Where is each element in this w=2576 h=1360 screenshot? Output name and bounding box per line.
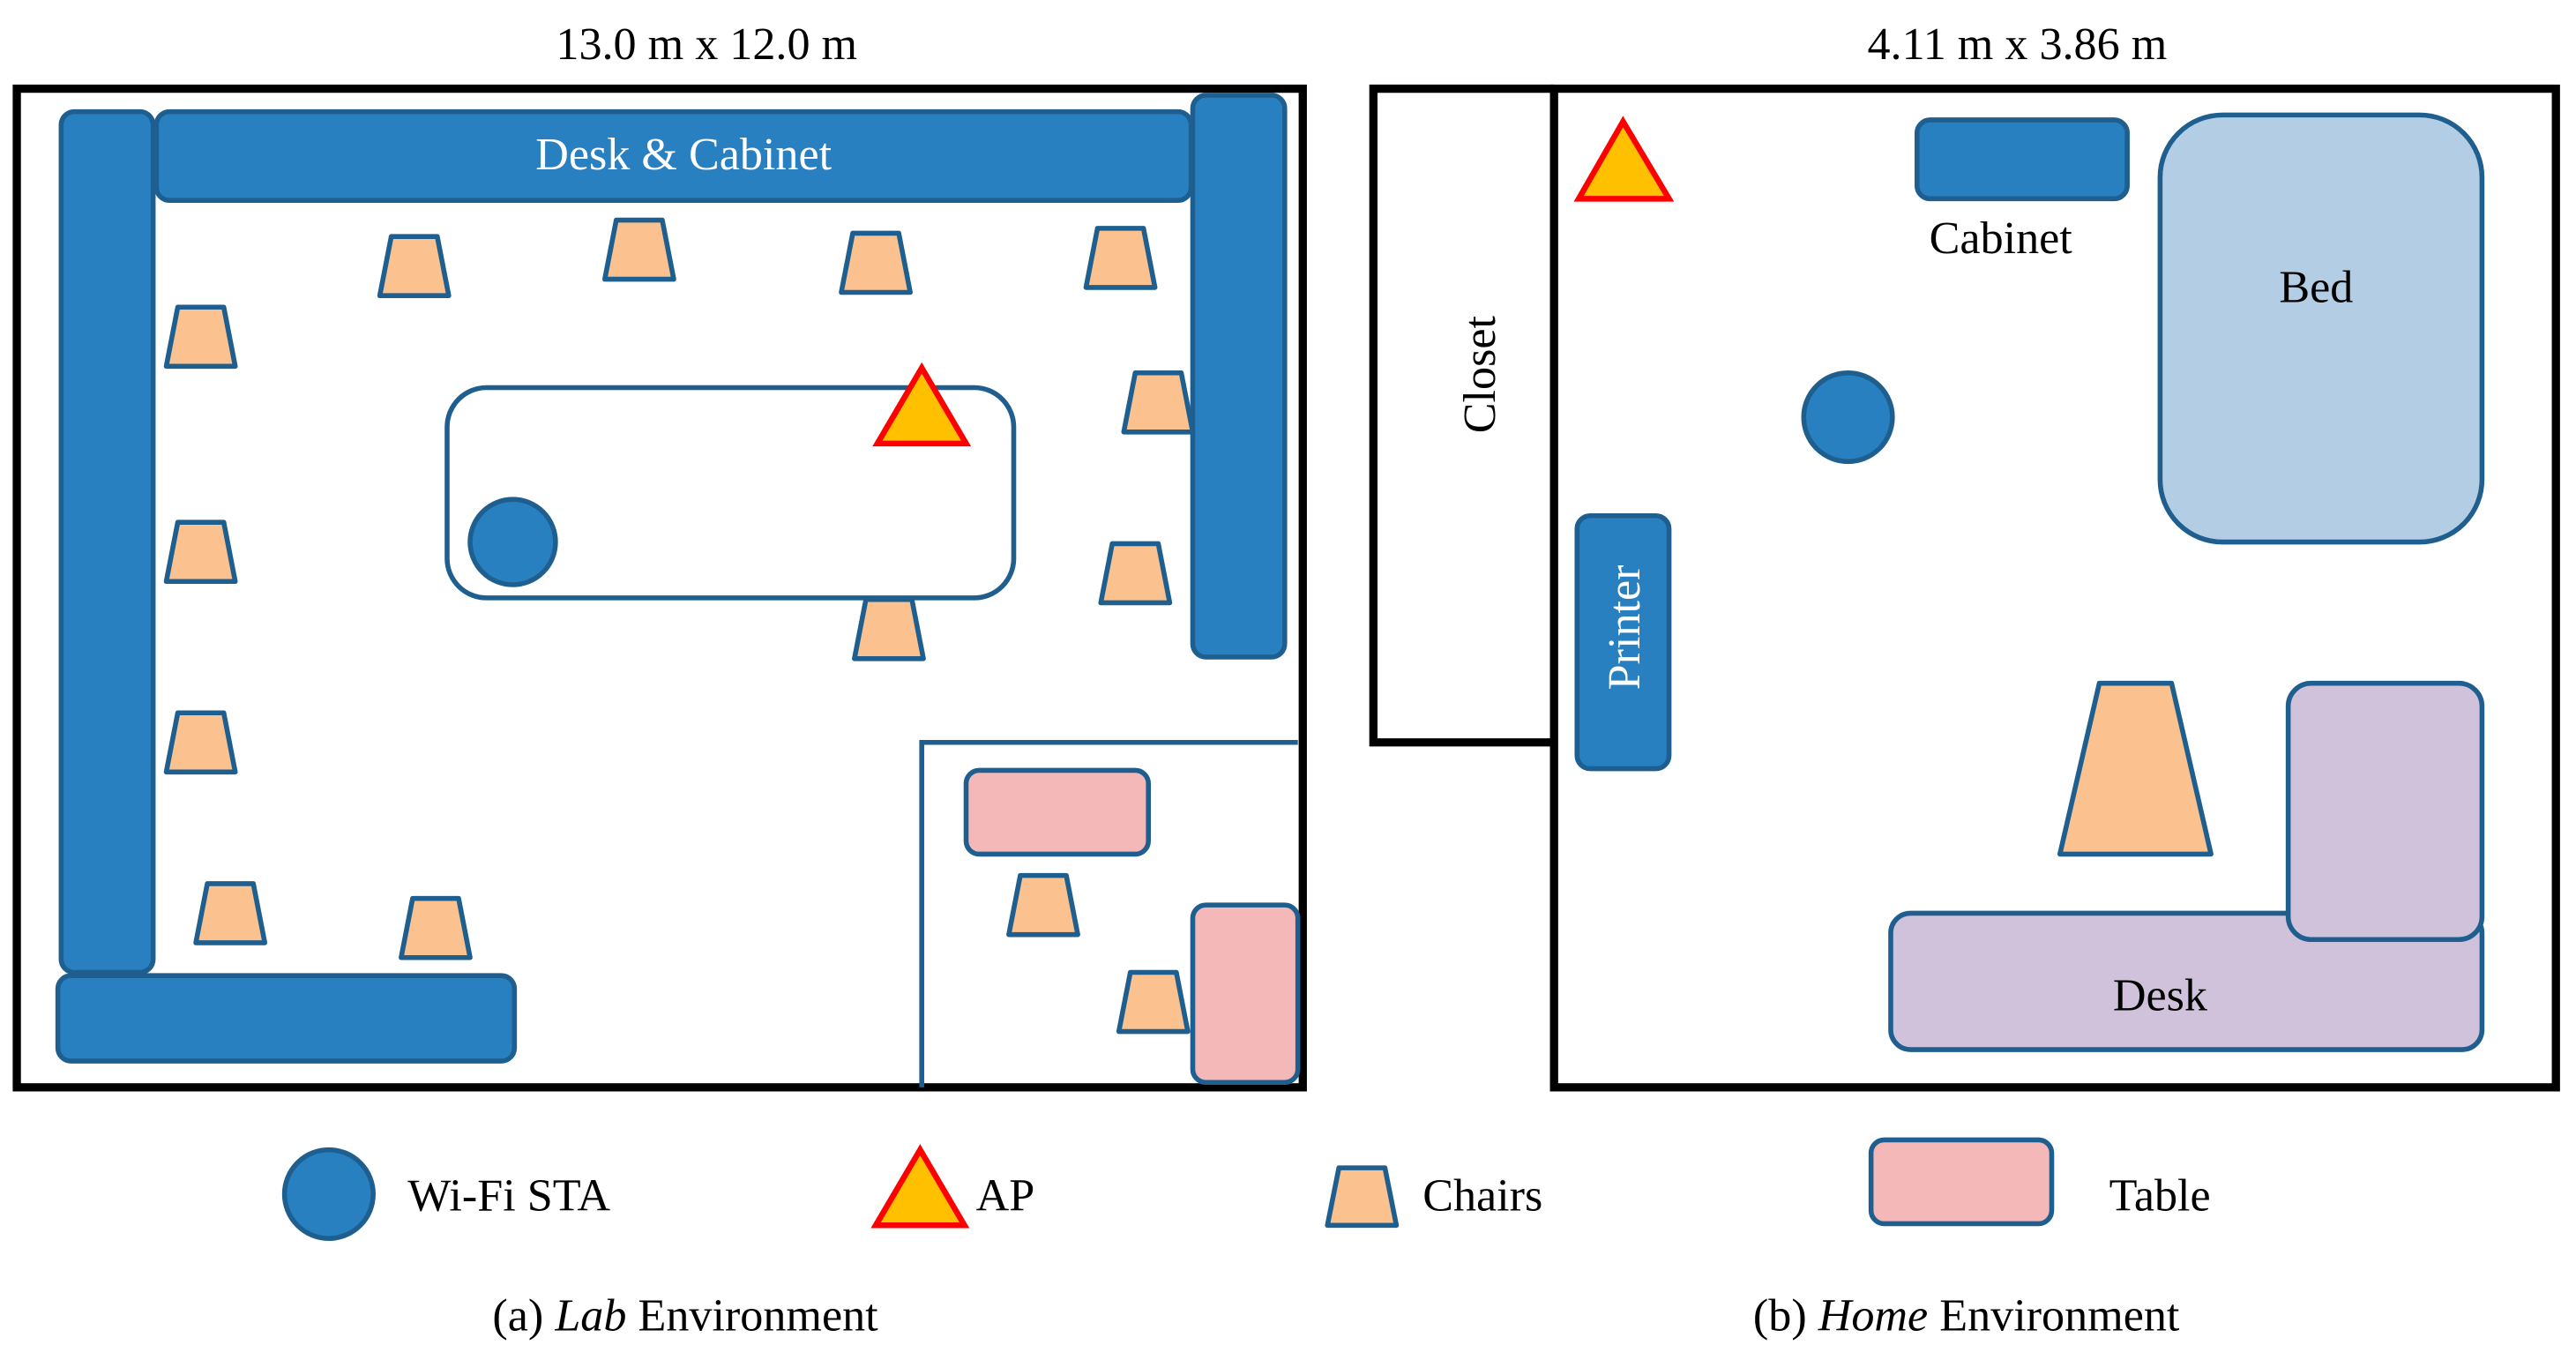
legend-sta-icon (281, 1147, 376, 1241)
home-bed-label: Bed (2279, 263, 2353, 313)
lab-chair (377, 234, 452, 299)
lab-table-1 (963, 767, 1151, 857)
home-desk-horizontal (1888, 910, 2485, 1052)
home-printer-label: Printer (1600, 564, 1650, 690)
home-desk-label: Desk (2113, 970, 2208, 1020)
lab-chair (1121, 370, 1196, 435)
lab-chair (1116, 969, 1191, 1035)
legend-table-label: Table (2109, 1171, 2211, 1222)
lab-chair (839, 230, 913, 295)
lab-caption-suffix: Environment (626, 1290, 878, 1341)
home-caption-italic: Home (1818, 1290, 1928, 1341)
lab-chair (193, 881, 268, 945)
legend-chairs-label: Chairs (1422, 1171, 1542, 1222)
lab-chair (399, 895, 473, 960)
lab-right-desk (1190, 93, 1288, 660)
lab-chairs (163, 217, 1196, 1035)
lab-chair (852, 596, 926, 661)
lab-left-desk (58, 108, 156, 975)
lab-chair (163, 519, 238, 585)
lab-desk-label: Desk & Cabinet (535, 130, 832, 180)
legend-ap-label: AP (976, 1171, 1035, 1222)
lab-table-2 (1190, 902, 1301, 1086)
lab-chair (163, 710, 238, 775)
lab-caption-prefix: (a) (492, 1290, 555, 1341)
lab-dimensions: 13.0 m x 12.0 m (556, 19, 857, 70)
home-closet-label: Closet (1455, 315, 1505, 433)
legend-table-icon (1868, 1137, 2055, 1227)
home-chair (2057, 680, 2214, 857)
home-caption-prefix: (b) (1753, 1290, 1818, 1341)
lab-room-wall (12, 84, 1307, 1092)
lab-caption-italic: Lab (554, 1290, 626, 1341)
home-cabinet-label: Cabinet (1930, 213, 2073, 264)
lab-chair (1098, 541, 1173, 606)
legend-sta-label: Wi-Fi STA (407, 1171, 610, 1222)
home-wifi-sta (1801, 370, 1895, 465)
home-desk-vertical (2285, 680, 2485, 943)
lab-bottom-desk (55, 973, 518, 1064)
home-dimensions: 4.11 m x 3.86 m (1867, 19, 2167, 70)
lab-caption: (a) Lab Environment (492, 1290, 878, 1341)
lab-chair (163, 304, 238, 370)
home-caption-suffix: Environment (1928, 1290, 2180, 1341)
home-environment: 4.11 m x 3.86 m Closet Cabinet Bed Print… (1369, 19, 2560, 1341)
legend: Wi-Fi STA AP Chairs Table (281, 1137, 2211, 1241)
home-ap (1573, 116, 1675, 202)
home-closet-wall (1369, 84, 1555, 747)
lab-wifi-sta (467, 497, 558, 587)
lab-subroom-wall (919, 739, 1298, 1087)
lab-chair (601, 217, 676, 282)
legend-chair-icon (1325, 1165, 1400, 1229)
lab-center-table (444, 385, 1017, 601)
lab-chair (1083, 226, 1158, 290)
home-caption: (b) Home Environment (1753, 1290, 2180, 1341)
home-cabinet (1914, 117, 2130, 202)
home-printer (1574, 512, 1672, 772)
lab-environment: 13.0 m x 12.0 m Desk & Cabinet (a) Lab E… (12, 19, 1307, 1341)
home-room-wall (1549, 84, 2560, 1092)
home-bed (2157, 112, 2485, 545)
lab-chair (1006, 872, 1080, 938)
legend-ap-icon (870, 1144, 970, 1229)
lab-ap (872, 362, 972, 447)
